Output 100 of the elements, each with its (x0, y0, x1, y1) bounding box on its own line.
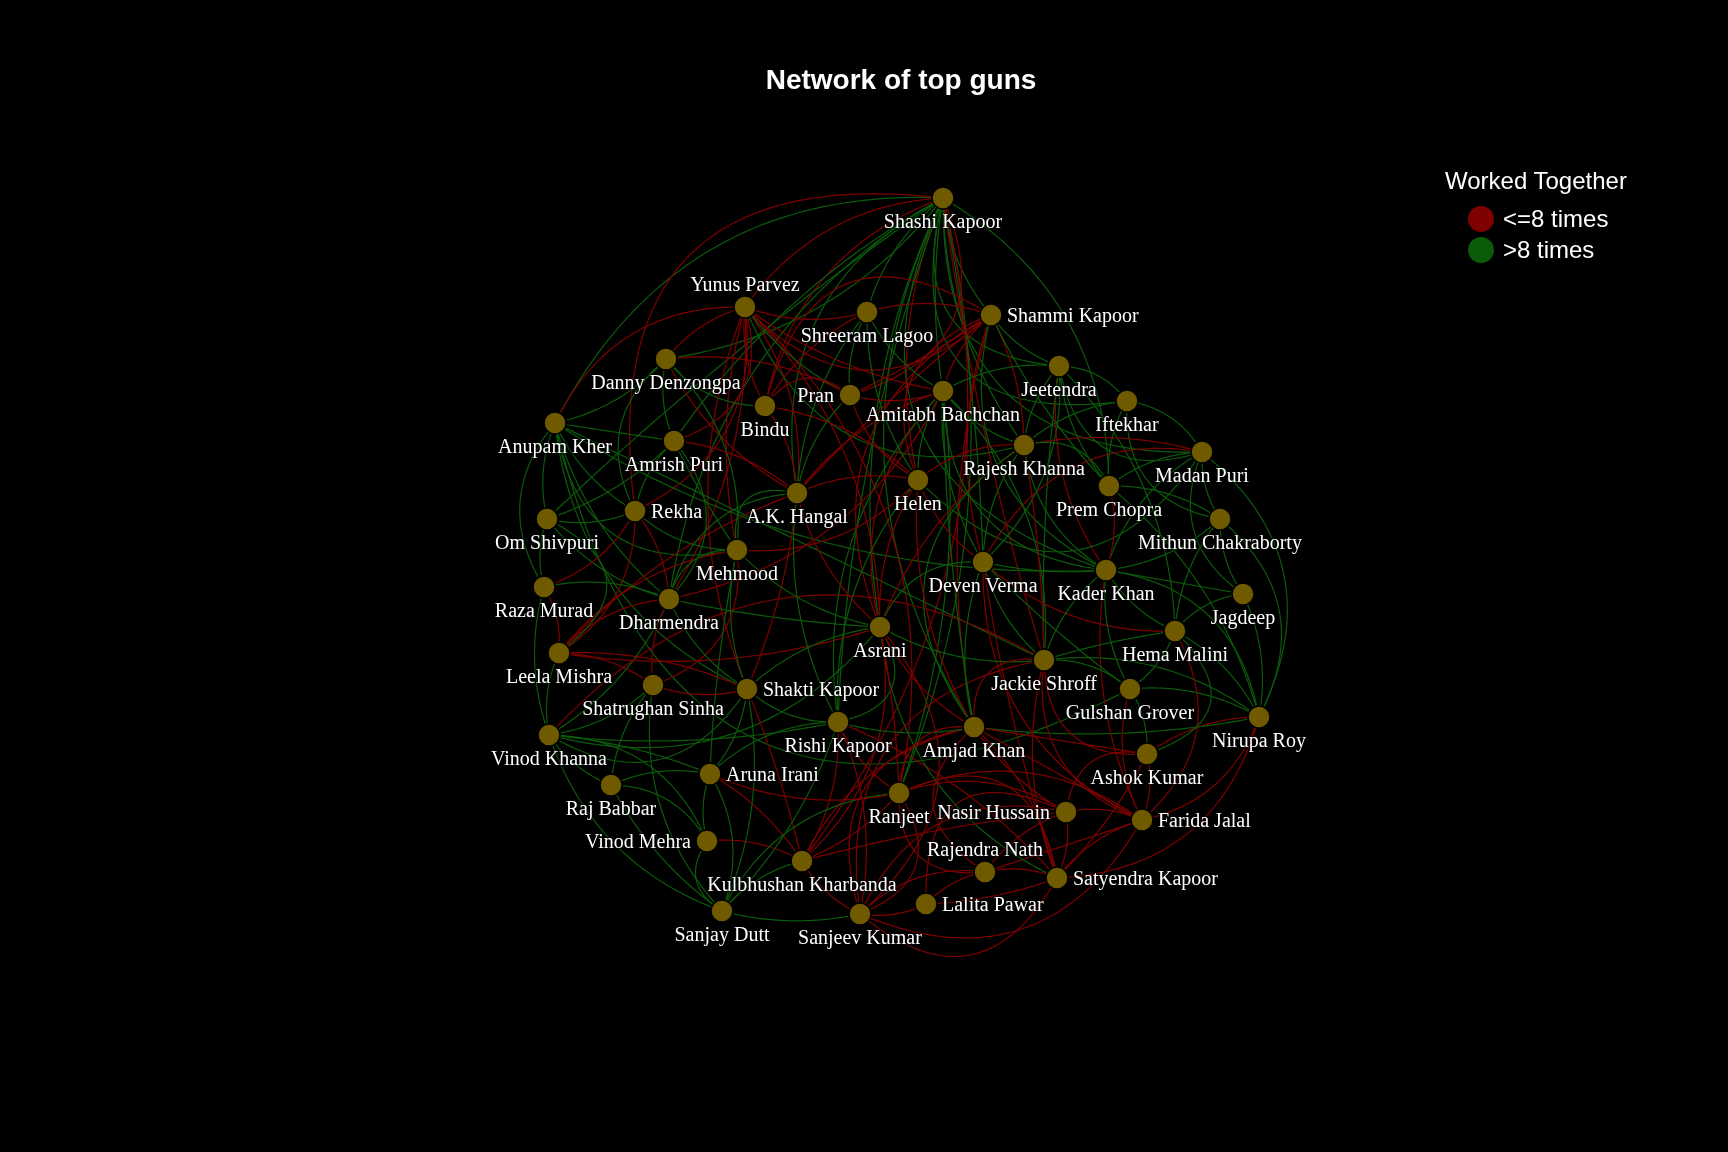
connection-line (771, 377, 842, 398)
node-label: A.K. Hangal (746, 505, 848, 527)
connection-line (909, 780, 1057, 807)
connection-line (673, 608, 738, 684)
node-label: Asrani (853, 639, 907, 661)
node-label: Farida Jalal (1158, 809, 1251, 831)
node-label: Amrish Puri (624, 453, 724, 475)
connection-line (964, 572, 980, 717)
connection-line (1034, 441, 1105, 477)
connection-line (748, 316, 1014, 458)
node-label: Satyendra Kapoor (1073, 867, 1218, 889)
connection-line (752, 314, 913, 783)
connection-line (569, 653, 645, 680)
node-label: Rishi Kapoor (784, 734, 892, 756)
connection-line (766, 201, 933, 396)
connection-line (922, 450, 1016, 719)
diagram-title: Network of top guns (765, 64, 1037, 96)
connection-line (1025, 374, 1053, 435)
connection-line (855, 320, 982, 617)
connection-line (1047, 576, 1098, 650)
connection-line (542, 433, 552, 509)
connection-line (716, 699, 747, 766)
node-label: Pran (797, 384, 834, 406)
connection-line (753, 313, 933, 390)
connection-line (672, 309, 735, 351)
connection-line (870, 908, 917, 917)
connection-line (889, 631, 1034, 663)
connection-line (557, 514, 625, 524)
connection-line (629, 193, 933, 501)
connection-line (702, 784, 708, 831)
connection-line (1116, 571, 1258, 707)
connection-line (673, 366, 739, 540)
connection-line (1067, 751, 1137, 802)
node-label: Gulshan Grover (1065, 701, 1195, 723)
connection-line (559, 306, 735, 414)
connection-line (997, 323, 1049, 363)
connection-line (565, 551, 727, 645)
node-label: Bindu (740, 418, 790, 440)
connection-line (569, 651, 738, 685)
connection-line (678, 450, 732, 542)
connection-line (1069, 366, 1121, 393)
connection-line (1076, 808, 1132, 817)
connection-line (767, 276, 982, 396)
connection-line (881, 637, 900, 783)
connection-line (853, 405, 909, 475)
node-label: Shammi Kapoor (1007, 304, 1139, 326)
connection-line (641, 519, 669, 589)
connection-line (926, 444, 1014, 474)
node-label: Jeetendra (1021, 378, 1097, 400)
node-label: Nasir Hussain (937, 801, 1050, 823)
legend-label: >8 times (1503, 236, 1595, 264)
connection-line (621, 770, 700, 782)
connection-line (848, 724, 964, 734)
node-label: Mithun Chakraborty (1138, 531, 1302, 553)
connection-line (566, 496, 787, 646)
connection-line (559, 432, 626, 506)
node-label: Lalita Pawar (942, 893, 1044, 915)
connection-line (1116, 571, 1233, 593)
connection-line (559, 692, 646, 734)
connection-line (725, 699, 756, 902)
connection-line (720, 777, 889, 801)
node-label: Shashi Kapoor (883, 210, 1003, 232)
connection-line (732, 913, 850, 922)
connection-line (1182, 595, 1233, 624)
connection-line (1247, 603, 1264, 707)
connection-line (557, 433, 661, 593)
connection-line (717, 839, 793, 857)
node-label: Danny Denzongpa (591, 371, 741, 393)
connection-line (909, 775, 1056, 868)
node-label: Aruna Irani (726, 763, 819, 785)
connection-line (684, 317, 753, 438)
node-label: Deven Verma (928, 574, 1038, 596)
node-label: Vinod Khanna (491, 747, 607, 769)
connection-line (973, 658, 1034, 717)
connection-line (995, 868, 1047, 875)
node-label: Nirupa Roy (1212, 729, 1306, 751)
connection-line (755, 695, 828, 723)
node-label: Iftekhar (1095, 413, 1159, 435)
connection-line (719, 779, 797, 853)
connection-line (878, 489, 913, 617)
connection-line (1059, 376, 1103, 478)
connection-line (1041, 670, 1132, 817)
node-label: Jagdeep (1210, 606, 1276, 628)
connection-line (1060, 822, 1069, 868)
connection-line (1184, 636, 1255, 708)
legend-label: <=8 times (1503, 205, 1609, 233)
connection-line (1116, 525, 1212, 570)
node-label: Prem Chopra (1055, 498, 1163, 520)
node-label: Vinod Mehra (585, 830, 691, 852)
connection-line (899, 725, 964, 783)
connection-line (672, 549, 727, 589)
connection-line (884, 636, 965, 722)
connection-line (621, 785, 702, 832)
connection-line (859, 320, 983, 391)
connection-line (933, 874, 975, 897)
connection-line (1032, 401, 1117, 439)
connection-line (884, 561, 973, 618)
connection-line (709, 560, 736, 764)
node-label: Amjad Khan (922, 739, 1026, 761)
connection-line (755, 628, 870, 682)
